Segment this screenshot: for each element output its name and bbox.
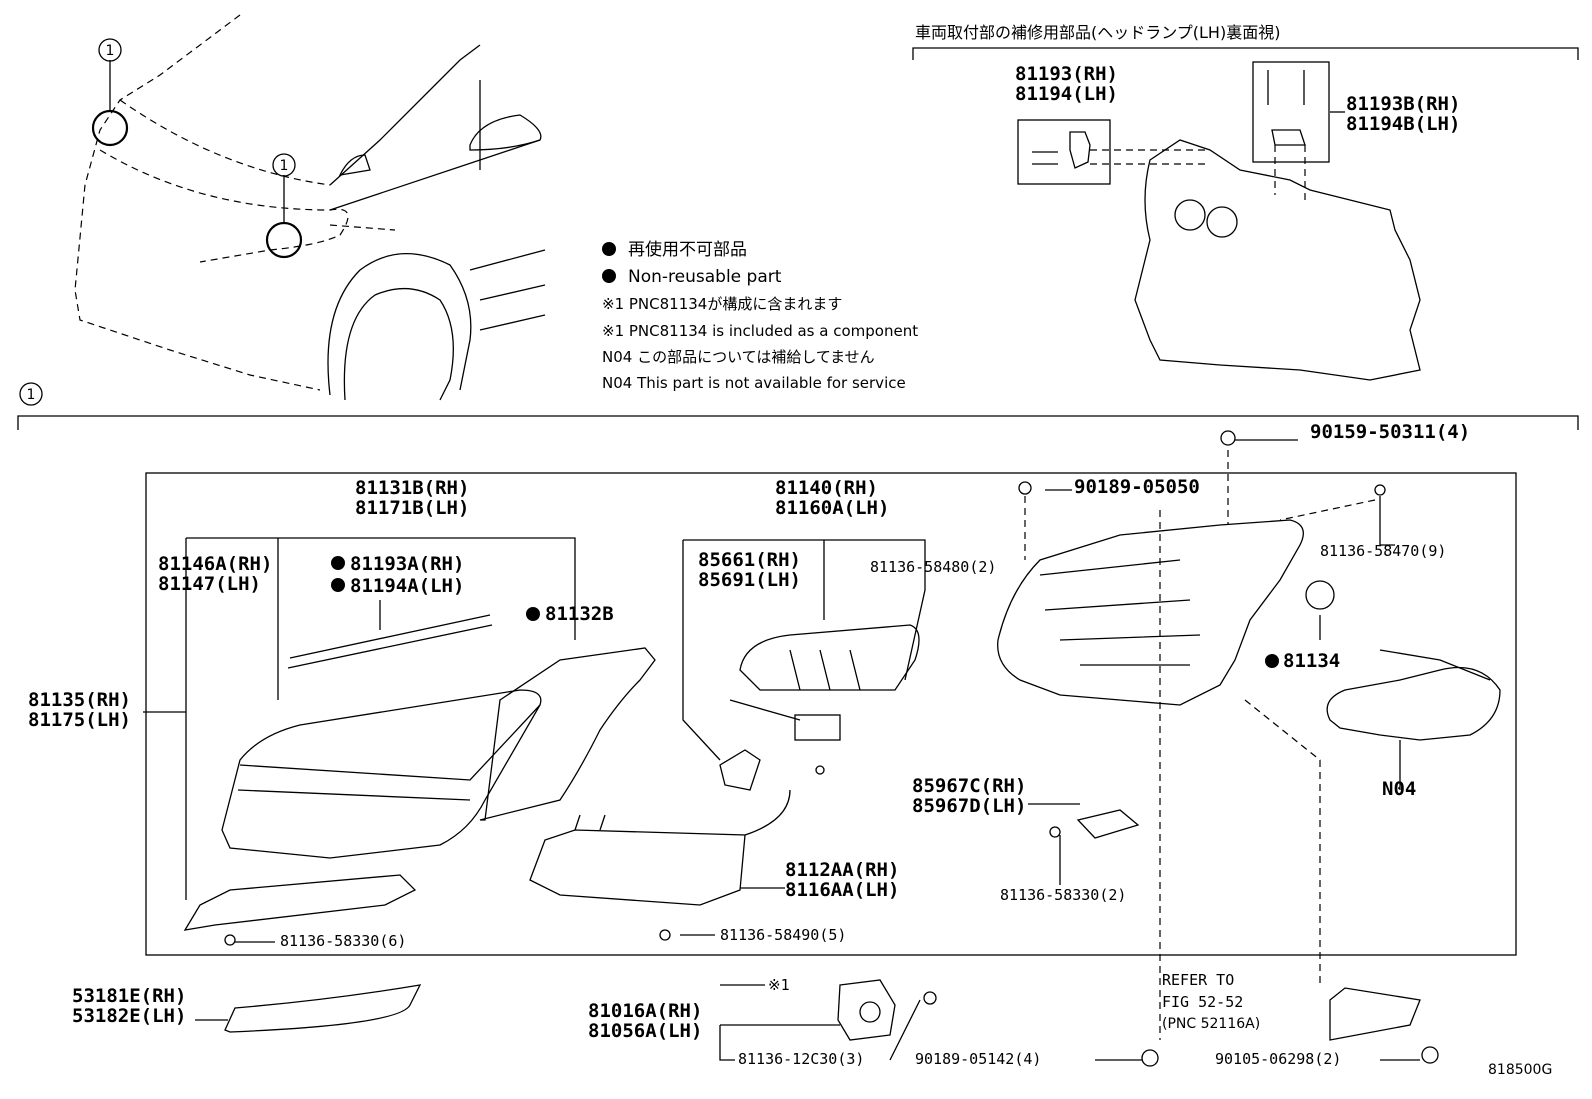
label-81194A: 81194A(LH) <box>350 575 464 597</box>
label-81136-58490: 81136-58490(5) <box>720 926 846 944</box>
label-refer-1: REFER TO <box>1162 971 1234 989</box>
label-81136-58470: 81136-58470(9) <box>1320 542 1446 560</box>
legend <box>602 242 616 283</box>
label-81147: 81147(LH) <box>158 573 261 595</box>
label-81136-58480: 81136-58480(2) <box>870 558 996 576</box>
label-81016A: 81016A(RH) <box>588 1000 702 1022</box>
label-85967C: 85967C(RH) <box>912 775 1026 797</box>
label-81135: 81135(RH) <box>28 689 131 711</box>
label-refer-3: (PNC 52116A) <box>1162 1016 1260 1032</box>
figure-id: 818500G <box>1488 1062 1552 1078</box>
legend-line-5: N04 この部品については補給してません <box>602 348 875 366</box>
bracket-52116A <box>1329 987 1421 1041</box>
bullet-icon <box>602 242 616 256</box>
callout-1-circle-main <box>19 382 43 406</box>
label-81134: 81134 <box>1283 650 1340 672</box>
label-85967D: 85967D(LH) <box>912 795 1026 817</box>
callout-label-b: 1 <box>280 158 289 174</box>
label-81194B: 81194B(LH) <box>1346 113 1460 135</box>
non-reusable-icon <box>1265 654 1279 668</box>
label-81136-58330-a: 81136-58330(6) <box>280 932 406 950</box>
bracket-81193B-box <box>1252 61 1330 163</box>
main-section-bracket <box>17 415 1579 430</box>
legend-line-6: N04 This part is not available for servi… <box>602 374 906 392</box>
leveling-actuator <box>837 979 896 1041</box>
projector-unit <box>529 789 791 906</box>
non-reusable-icon <box>526 607 540 621</box>
label-81194: 81194(LH) <box>1015 83 1118 105</box>
screw-icons <box>224 430 1439 1067</box>
legend-line-3: ※1 PNC81134が構成に含まれます <box>602 295 842 313</box>
callout-1-circle-a <box>98 38 122 62</box>
vehicle-outline <box>74 14 546 401</box>
rear-view-caption: 車両取付部の補修用部品(ヘッドランプ(LH)裏面視) <box>915 23 1280 42</box>
label-85691: 85691(LH) <box>698 569 801 591</box>
rear-view-bracket <box>912 47 1579 60</box>
label-8116AA: 8116AA(LH) <box>785 879 899 901</box>
label-8112AA: 8112AA(RH) <box>785 859 899 881</box>
label-81193: 81193(RH) <box>1015 63 1118 85</box>
label-81056A: 81056A(LH) <box>588 1020 702 1042</box>
callout-label-main: 1 <box>27 387 36 403</box>
label-81131B: 81131B(RH) <box>355 477 469 499</box>
label-85661: 85661(RH) <box>698 549 801 571</box>
label-81193B: 81193B(RH) <box>1346 93 1460 115</box>
label-90105-06298: 90105-06298(2) <box>1215 1050 1341 1068</box>
lens-assembly <box>183 614 656 931</box>
control-module-85967 <box>1076 809 1140 839</box>
label-N04: N04 <box>1382 778 1416 800</box>
non-reusable-icon <box>331 578 345 592</box>
legend-line-2: Non-reusable part <box>628 267 782 287</box>
callout-label-a: 1 <box>106 43 115 59</box>
label-refer-2: FIG 52-52 <box>1162 993 1243 1011</box>
reflector-unit <box>719 624 920 791</box>
legend-line-1: 再使用不可部品 <box>628 239 747 260</box>
bracket-81193-box <box>1017 119 1111 185</box>
label-53181E: 53181E(RH) <box>72 985 186 1007</box>
label-81136-58330-b: 81136-58330(2) <box>1000 886 1126 904</box>
leader-lines <box>143 439 1420 1061</box>
label-81175: 81175(LH) <box>28 709 131 731</box>
right-headlamp-callout <box>265 221 303 259</box>
left-headlamp-callout <box>91 109 129 147</box>
callout-1-circle-b <box>272 153 296 177</box>
label-81132B: 81132B <box>545 603 614 625</box>
label-81160A: 81160A(LH) <box>775 497 889 519</box>
bullet-icon <box>602 269 616 283</box>
label-81140: 81140(RH) <box>775 477 878 499</box>
label-53182E: 53182E(LH) <box>72 1005 186 1027</box>
label-81193A: 81193A(RH) <box>350 553 464 575</box>
assembly-frame <box>145 472 1517 956</box>
non-reusable-icon <box>331 556 345 570</box>
label-81171B: 81171B(LH) <box>355 497 469 519</box>
label-90189-05050: 90189-05050 <box>1074 476 1200 498</box>
protector-cover <box>224 984 422 1033</box>
headlamp-rear-outline <box>1134 139 1421 381</box>
label-90159: 90159-50311(4) <box>1310 421 1470 443</box>
label-90189-05142: 90189-05142(4) <box>915 1050 1041 1068</box>
label-81146A: 81146A(RH) <box>158 553 272 575</box>
rear-housing <box>997 519 1335 706</box>
label-note-ref1: ※1 <box>768 976 790 994</box>
wiring-harness <box>1326 649 1501 790</box>
label-81136-12C30: 81136-12C30(3) <box>738 1050 864 1068</box>
legend-line-4: ※1 PNC81134 is included as a component <box>602 322 918 340</box>
